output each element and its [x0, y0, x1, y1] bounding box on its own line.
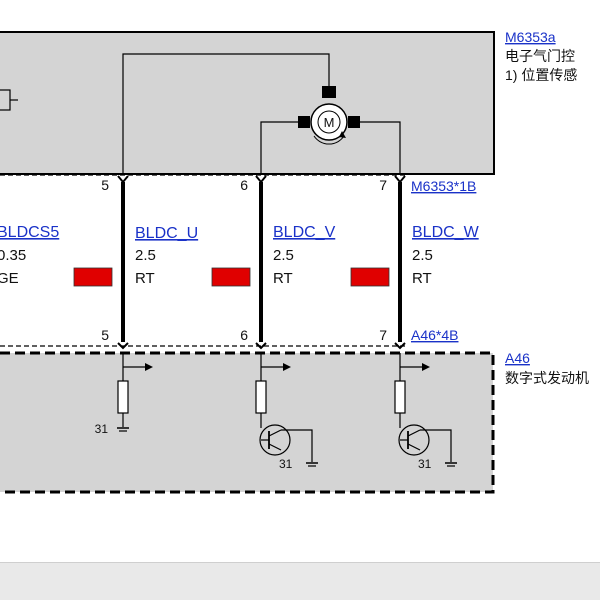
component-top-id-link[interactable]: M6353a [505, 29, 556, 45]
component-top-desc-1: 电子气门控 [505, 48, 575, 64]
motor-icon: M [298, 86, 360, 145]
internal-circuit-pin5: 31 [95, 353, 153, 436]
wire-color-bldc-w: RT [412, 270, 432, 287]
internal-circuit-pin6: 31 [255, 353, 318, 471]
connector-top-id-link[interactable]: M6353*1B [411, 178, 476, 194]
wire-color-bldc-u: RT [135, 270, 155, 287]
wire-color-bldc-v: RT [273, 270, 293, 287]
internal-circuit-pin7: 31 [394, 353, 457, 471]
ground-label-pin7: 31 [418, 457, 432, 471]
pin-top-5: 5 [101, 177, 109, 193]
internal-wire-pin7 [356, 121, 401, 174]
module-top-box [0, 31, 495, 175]
module-bottom-box [0, 351, 495, 494]
wire-color-swatch-bldcs5 [73, 267, 113, 287]
wire-gauge-bldc-v: 2.5 [273, 247, 294, 264]
wire-gauge-bldc-u: 2.5 [135, 247, 156, 264]
wire-color-bldcs5: GE [0, 270, 19, 287]
internal-wire-pin6 [260, 121, 302, 174]
pin-top-7: 7 [379, 177, 387, 193]
internal-wire-pin5 [122, 53, 330, 174]
wire-color-swatch-bldc-u [211, 267, 251, 287]
component-bottom-id-link[interactable]: A46 [505, 350, 530, 366]
ground-label-pin6: 31 [279, 457, 293, 471]
wire-name-bldc-v-link[interactable]: BLDC_V [273, 224, 336, 241]
wire-name-bldc-w-link[interactable]: BLDC_W [412, 224, 480, 241]
wire-name-bldcs5-link[interactable]: BLDCS5 [0, 224, 59, 241]
wire-color-swatch-bldc-v [350, 267, 390, 287]
connector-bottom-id-link[interactable]: A46*4B [411, 327, 458, 343]
pin-bottom-5: 5 [101, 327, 109, 343]
ground-label-pin5: 31 [95, 422, 109, 436]
pin-top-6: 6 [240, 177, 248, 193]
component-bottom-desc: 数字式发动机 [505, 370, 589, 386]
pin-bottom-7: 7 [379, 327, 387, 343]
wire-name-bldc-u-link[interactable]: BLDC_U [135, 225, 198, 242]
component-top-desc-2: 1) 位置传感 [505, 67, 577, 83]
status-bar [0, 562, 600, 600]
pin-bottom-6: 6 [240, 327, 248, 343]
wire-gauge-bldc-w: 2.5 [412, 247, 433, 264]
motor-symbol-label: M [324, 115, 335, 130]
wire-gauge-bldcs5: 0.35 [0, 247, 26, 264]
